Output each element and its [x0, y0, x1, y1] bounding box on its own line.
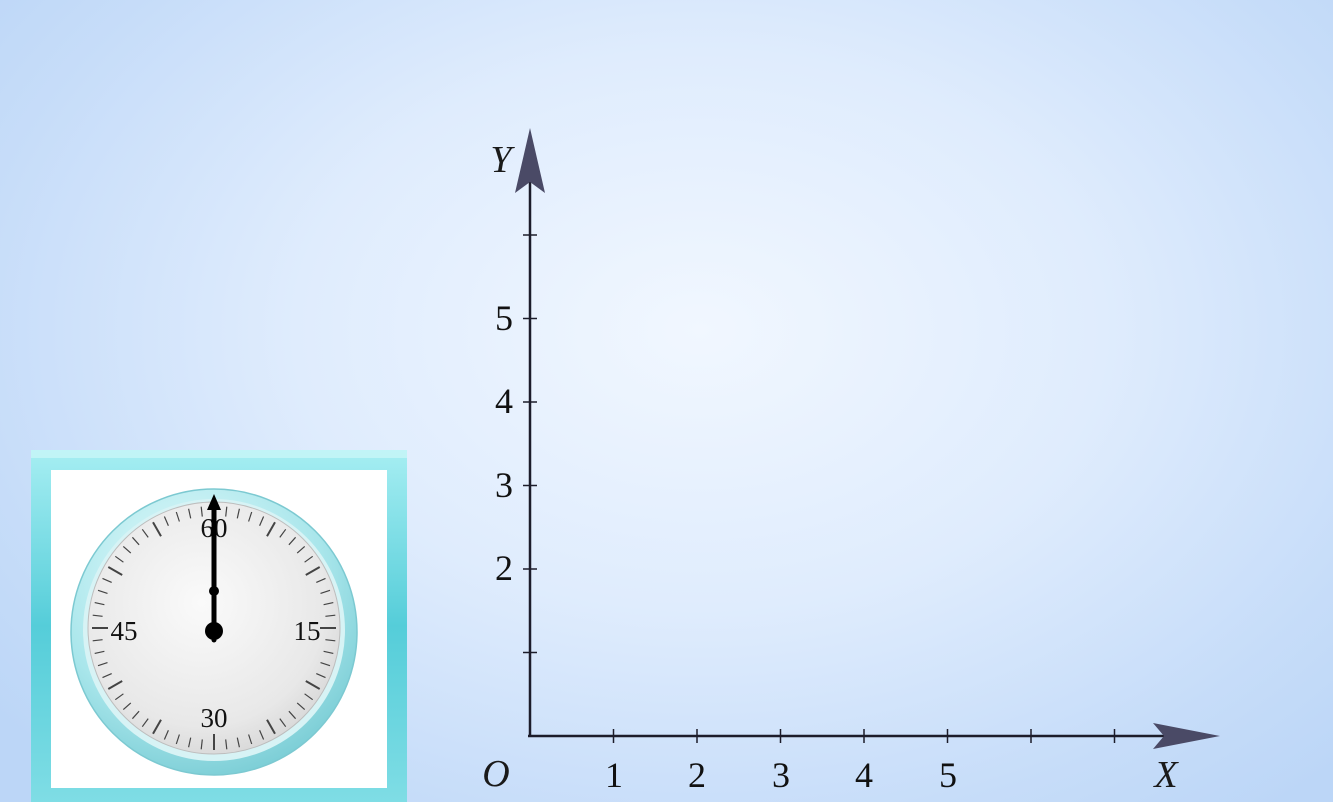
dial-tick	[200, 739, 203, 750]
y-axis-arrowhead	[515, 128, 545, 193]
dial-tick	[266, 719, 276, 735]
y-axis-label: Y	[490, 139, 515, 181]
dial-tick	[102, 577, 112, 583]
dial-label-15: 15	[294, 616, 321, 646]
dial-tick	[141, 528, 149, 538]
dial-tick	[175, 734, 180, 745]
dial-tick	[323, 650, 334, 654]
dial-tick	[236, 508, 240, 519]
dial-tick	[97, 589, 108, 594]
dial-tick	[305, 566, 321, 576]
stopwatch-hand-small-dot	[209, 586, 219, 596]
dial-tick	[200, 506, 203, 517]
x-axis-arrowhead	[1153, 723, 1220, 749]
dial-tick	[188, 737, 192, 748]
stopwatch-panel: 60 15 30 45	[31, 450, 407, 802]
y-tick-label-3: 3	[495, 465, 513, 505]
y-tick-label-4: 4	[495, 381, 513, 421]
dial-tick	[97, 662, 108, 667]
coordinate-axes: 1 2 3 4 5 2 3 4 5 O X Y	[482, 128, 1220, 796]
stopwatch-frame-highlight	[31, 450, 407, 458]
dial-tick	[163, 516, 169, 526]
dial-tick	[248, 511, 253, 522]
stopwatch-hand	[207, 494, 221, 643]
dial-tick	[92, 639, 103, 642]
dial-tick	[248, 734, 253, 745]
dial-tick	[225, 506, 228, 517]
dial-tick	[163, 730, 169, 740]
dial-tick	[107, 680, 123, 690]
dial-tick	[320, 589, 331, 594]
x-axis-ticks	[612, 729, 1116, 743]
x-tick-label-2: 2	[688, 755, 706, 795]
dial-tick	[323, 602, 334, 606]
dial-tick	[114, 693, 124, 701]
dial-tick	[236, 737, 240, 748]
dial-label-30: 30	[201, 703, 228, 733]
x-tick-label-4: 4	[855, 755, 873, 795]
dial-tick	[325, 639, 336, 642]
y-axis-ticks	[523, 234, 537, 654]
dial-tick	[259, 730, 265, 740]
dial-tick	[316, 577, 326, 583]
y-tick-label-2: 2	[495, 548, 513, 588]
x-axis-label: X	[1152, 754, 1179, 796]
x-tick-label-5: 5	[939, 755, 957, 795]
dial-tick	[304, 693, 314, 701]
dial-tick	[175, 511, 180, 522]
stopwatch-tick-marks	[92, 506, 336, 750]
dial-tick	[259, 516, 265, 526]
dial-tick	[94, 602, 105, 606]
dial-tick	[296, 702, 306, 711]
dial-tick	[279, 718, 287, 728]
dial-tick	[131, 710, 140, 720]
dial-tick	[141, 718, 149, 728]
stopwatch-hand-tip	[207, 494, 221, 510]
dial-tick	[94, 650, 105, 654]
dial-label-45: 45	[111, 616, 138, 646]
dial-tick	[107, 566, 123, 576]
dial-tick	[122, 702, 132, 711]
dial-tick	[92, 614, 103, 617]
dial-tick	[304, 555, 314, 563]
x-tick-label-3: 3	[772, 755, 790, 795]
dial-tick	[225, 739, 228, 750]
dial-tick	[316, 673, 326, 679]
dial-tick	[122, 545, 132, 554]
dial-tick	[320, 662, 331, 667]
origin-label: O	[482, 753, 509, 795]
dial-tick	[114, 555, 124, 563]
dial-tick	[188, 508, 192, 519]
dial-tick	[288, 536, 297, 546]
dial-tick	[288, 710, 297, 720]
stopwatch-center-pin	[205, 622, 223, 640]
dial-tick	[131, 536, 140, 546]
dial-tick	[102, 673, 112, 679]
dial-tick	[296, 545, 306, 554]
x-tick-label-1: 1	[605, 755, 623, 795]
y-tick-label-5: 5	[495, 298, 513, 338]
dial-tick	[325, 614, 336, 617]
dial-tick	[152, 719, 162, 735]
dial-tick	[305, 680, 321, 690]
dial-tick	[279, 528, 287, 538]
dial-tick	[266, 521, 276, 537]
dial-tick	[152, 521, 162, 537]
